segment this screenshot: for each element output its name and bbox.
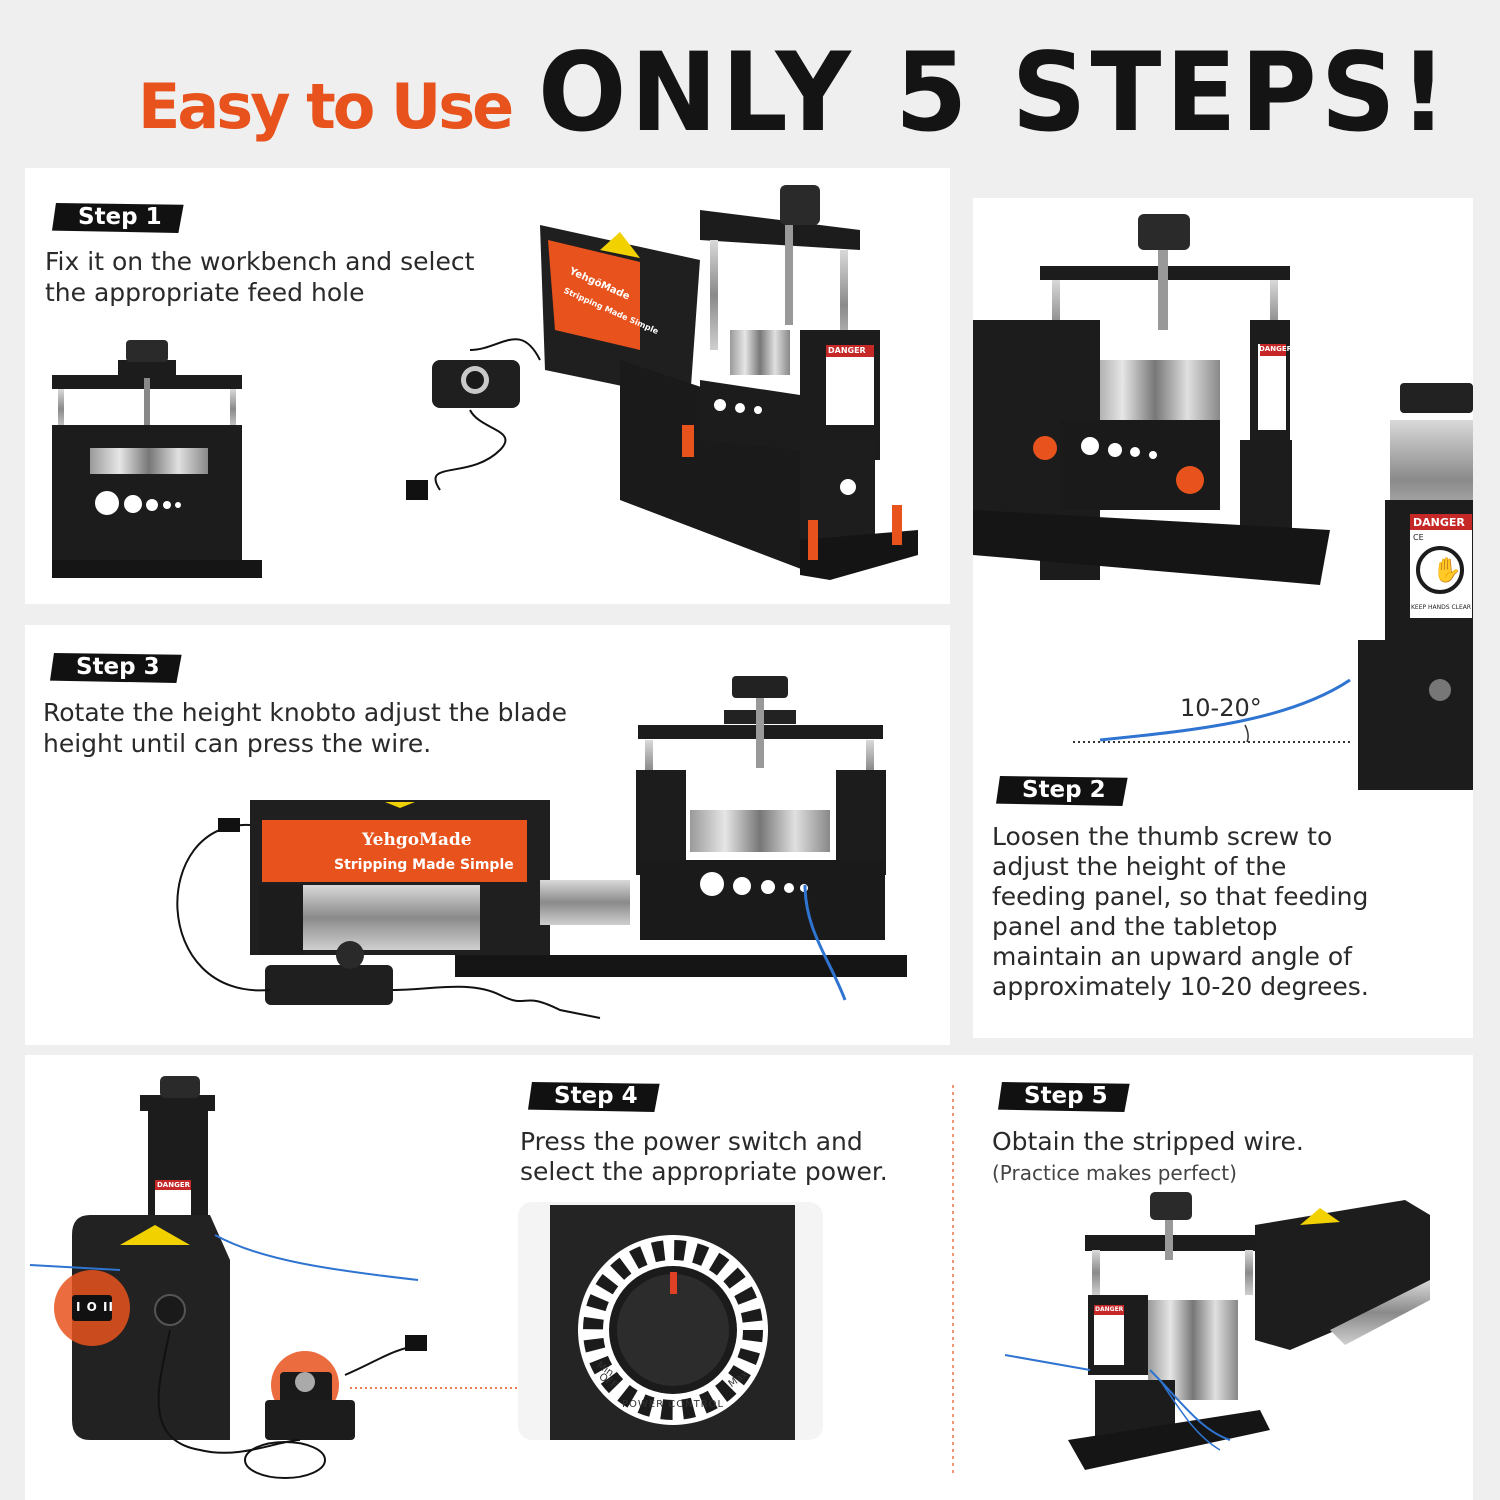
step2-text-line2: adjust the height of the [992,852,1287,881]
header-only-5-steps: ONLY 5 STEPS! [538,28,1452,157]
step1-danger-label: DANGER [828,346,866,355]
step1-text-line2: the appropriate feed hole [45,278,365,307]
step2-danger-label: DANGER [1259,345,1293,353]
angle-label: 10-20° [1180,694,1262,722]
step2-text-line1: Loosen the thumb screw to [992,822,1333,851]
power-dial-panel [518,1202,823,1440]
step2-ce-mark: CE [1413,533,1424,542]
step5-text-line1: Obtain the stripped wire. [992,1127,1304,1156]
power-switch[interactable]: I O II [76,1300,114,1314]
step4-text-line1: Press the power switch and [520,1127,863,1156]
step1-main-device [406,185,918,580]
step5-danger-label: DANGER [1095,1306,1124,1313]
step1-text-line1: Fix it on the workbench and select [45,247,475,276]
step4-text-line2: select the appropriate power. [520,1157,888,1186]
step2-text-line5: maintain an upward angle of [992,942,1352,971]
hand-stop-icon: ✋ [1432,556,1462,584]
step3-brand-label: YehgoMade [362,830,472,850]
step1-badge: Step 1 [52,203,184,233]
step3-text-line2: height until can press the wire. [43,729,432,758]
step5-badge: Step 5 [998,1082,1130,1112]
step3-badge: Step 3 [50,653,182,683]
step2-text-line4: panel and the tabletop [992,912,1278,941]
header-easy-to-use: Easy to Use [138,70,514,143]
step1-front-view [52,340,262,578]
step2-text-line6: approximately 10-20 degrees. [992,972,1369,1001]
step5-note: (Practice makes perfect) [992,1161,1237,1185]
step2-text-line3: feeding panel, so that feeding [992,882,1369,911]
power-control-label: POWER CONTROL [622,1399,725,1410]
step3-device [176,676,907,1019]
step2-keep-hands-label: KEEP HANDS CLEAR [1411,604,1472,611]
step5-device [1004,1192,1430,1470]
step2-badge: Step 2 [996,776,1128,806]
step3-text-line1: Rotate the height knobto adjust the blad… [43,698,568,727]
step2-danger-label-large: DANGER [1413,516,1465,529]
step4-badge: Step 4 [528,1082,660,1112]
step3-slogan-label: Stripping Made Simple [334,857,514,873]
step4-device [29,1076,954,1479]
step2-device [973,214,1473,790]
step4-danger-label: DANGER [157,1181,191,1189]
